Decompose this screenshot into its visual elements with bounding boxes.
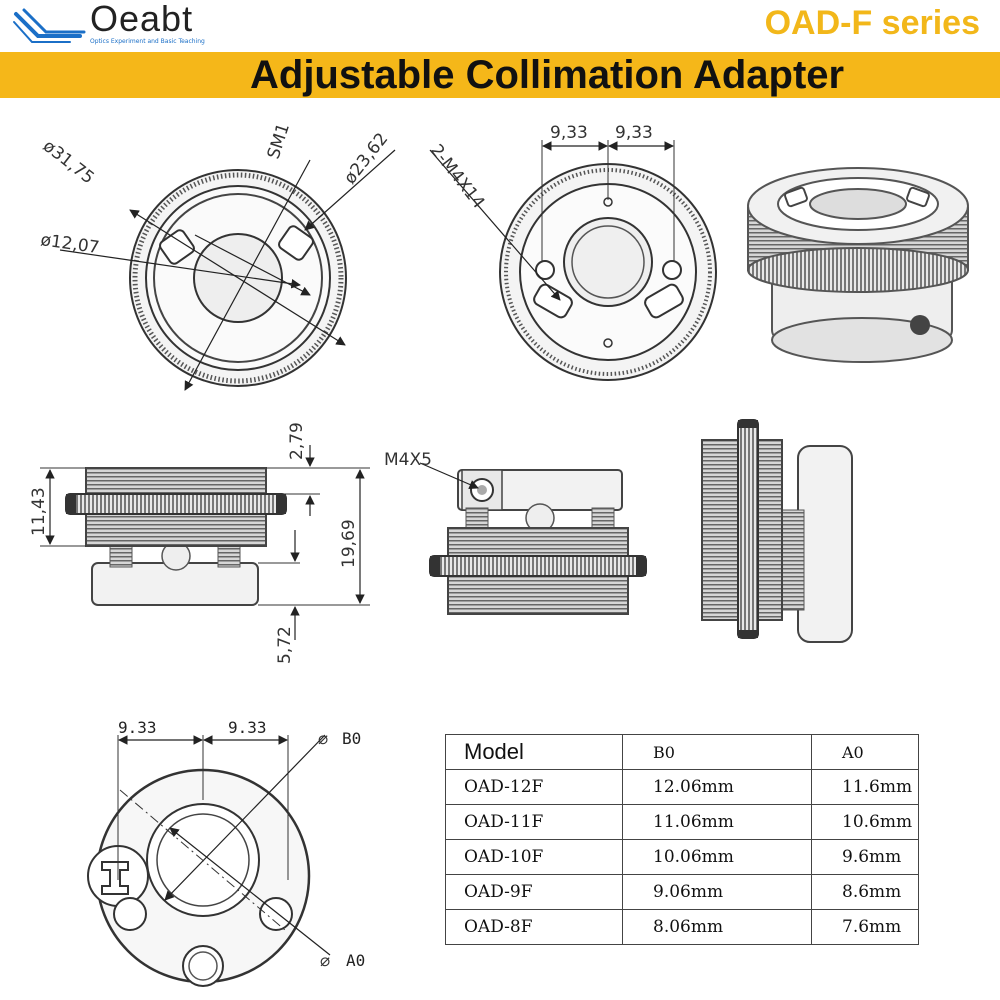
header-a0: A0 <box>811 734 919 770</box>
cell-a0: 11.6mm <box>811 769 919 805</box>
dim-d12: ø12,07 <box>39 230 100 258</box>
dim-h1969: 19,69 <box>339 519 359 568</box>
dim-h572: 5,72 <box>275 626 295 664</box>
cell-a0: 10.6mm <box>811 804 919 840</box>
side-view-left: 11,43 2,79 19,69 5,72 <box>29 422 370 664</box>
table-header-row: Model B0 A0 <box>445 734 919 770</box>
dim-s933b: 9,33 <box>615 123 653 143</box>
dim-sm1: SM1 <box>264 121 294 162</box>
cell-model: OAD-10F <box>445 839 623 875</box>
diameter-a0-symbol: ⌀ <box>320 951 330 971</box>
bottom-front-view: 9.33 9.33 ⌀ B0 ⌀ A0 <box>87 718 365 987</box>
cell-model: OAD-11F <box>445 804 623 840</box>
cell-a0: 8.6mm <box>811 874 919 910</box>
dim-b933a: 9.33 <box>118 718 157 737</box>
diameter-b0-symbol: ⌀ <box>318 729 328 749</box>
cell-a0: 7.6mm <box>811 909 919 945</box>
cell-b0: 9.06mm <box>622 874 812 910</box>
series-label: OAD-F series <box>764 4 980 42</box>
cell-model: OAD-9F <box>445 874 623 910</box>
table-row: OAD-12F 12.06mm 11.6mm <box>445 769 919 805</box>
logo-mark-icon <box>13 8 86 43</box>
brand-name: Oeabt <box>90 0 194 39</box>
side-view-middle: M4X5 <box>384 450 647 615</box>
table-row: OAD-10F 10.06mm 9.6mm <box>445 839 919 875</box>
dim-a0: A0 <box>346 951 365 970</box>
cell-b0: 10.06mm <box>622 839 812 875</box>
front-view-right: 9,33 9,33 2-M4X14 <box>426 123 717 381</box>
cell-b0: 8.06mm <box>622 909 812 945</box>
table-row: OAD-8F 8.06mm 7.6mm <box>445 909 919 945</box>
dim-b933b: 9.33 <box>228 718 267 737</box>
dim-b0: B0 <box>342 729 361 748</box>
spec-table: Model B0 A0 OAD-12F 12.06mm 11.6mm OAD-1… <box>445 734 919 945</box>
dim-s933a: 9,33 <box>550 123 588 143</box>
cell-model: OAD-12F <box>445 769 623 805</box>
cell-a0: 9.6mm <box>811 839 919 875</box>
dim-h279: 2,79 <box>287 422 307 460</box>
cell-model: OAD-8F <box>445 909 623 945</box>
header-b0: B0 <box>622 734 812 770</box>
brand-tagline: Optics Experiment and Basic Teaching <box>90 38 205 45</box>
dim-m4x14: 2-M4X14 <box>426 141 488 213</box>
header-model: Model <box>445 734 623 770</box>
title-banner: Adjustable Collimation Adapter <box>0 52 1000 98</box>
page-title: Adjustable Collimation Adapter <box>250 53 845 97</box>
dim-h1143: 11,43 <box>29 487 49 536</box>
table-row: OAD-9F 9.06mm 8.6mm <box>445 874 919 910</box>
top-bar: Oeabt Optics Experiment and Basic Teachi… <box>0 0 1000 52</box>
brand-logo: Oeabt Optics Experiment and Basic Teachi… <box>10 0 240 48</box>
side-view-right <box>701 419 853 643</box>
table-row: OAD-11F 11.06mm 10.6mm <box>445 804 919 840</box>
dim-m4x5: M4X5 <box>384 450 432 470</box>
isometric-view <box>747 167 969 363</box>
cell-b0: 11.06mm <box>622 804 812 840</box>
cell-b0: 12.06mm <box>622 769 812 805</box>
dim-d31: ø31,75 <box>39 136 98 188</box>
front-view-left: ø31,75 ø12,07 SM1 ø23,62 <box>39 121 396 391</box>
